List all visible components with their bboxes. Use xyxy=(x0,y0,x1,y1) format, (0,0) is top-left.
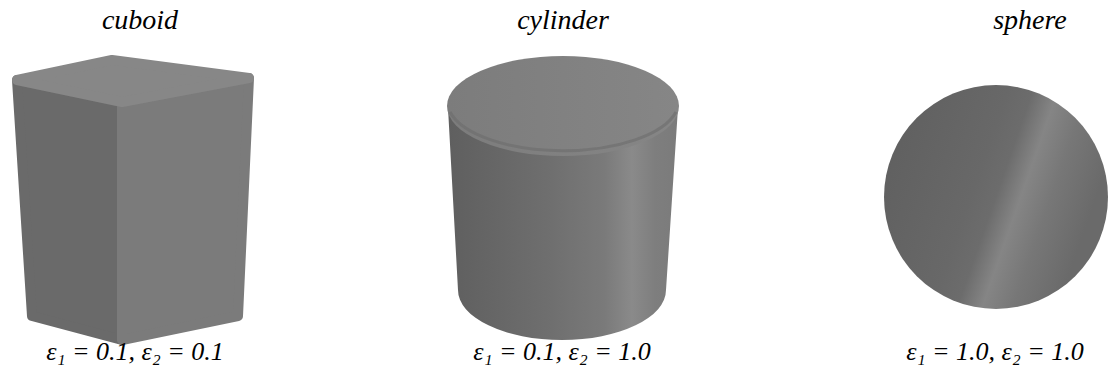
shape-name: cuboid xyxy=(102,5,178,36)
parameter-label: ε₁ = 0.1, ε₂ = 0.1 xyxy=(46,338,224,367)
sphere-shape xyxy=(884,85,1108,309)
shape-name: cylinder xyxy=(517,5,609,36)
cuboid-shape xyxy=(17,60,249,340)
parameter-label: ε₁ = 1.0, ε₂ = 1.0 xyxy=(906,338,1084,367)
parameter-label: ε₁ = 0.1, ε₂ = 1.0 xyxy=(473,338,651,367)
cylinder-shape xyxy=(447,56,679,340)
shape-name: sphere xyxy=(993,5,1067,36)
